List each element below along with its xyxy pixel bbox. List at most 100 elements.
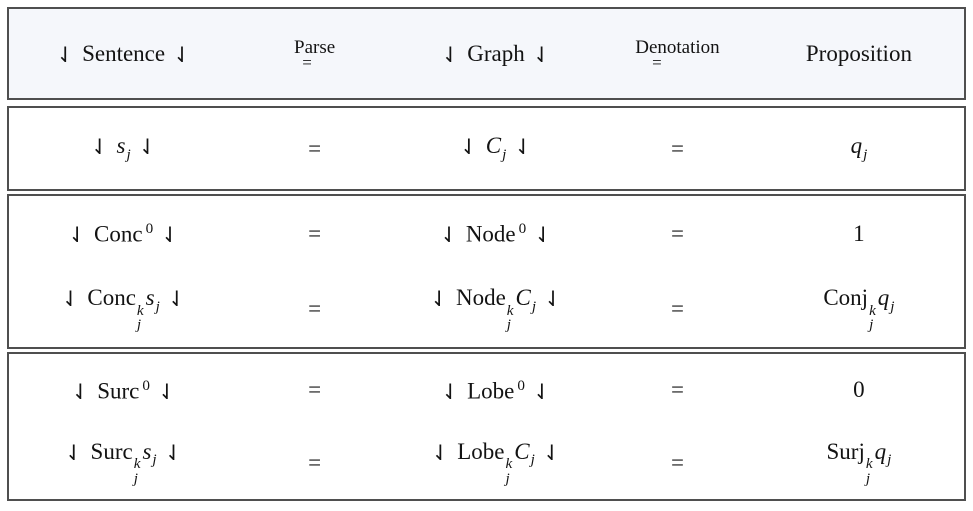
math-rm: Node (455, 285, 506, 311)
math-it: q (874, 438, 887, 464)
math-rm: = (308, 135, 322, 161)
math-sub: j (126, 145, 131, 163)
denotation-eq-cell: = (601, 450, 754, 476)
down-hook-bracket-icon: ⇃ (61, 286, 80, 312)
math-sub: j (531, 297, 537, 315)
parse-eq-cell: = (238, 450, 391, 476)
section-sentence-row: ⇃sj⇃ = ⇃Cj⇃ = qj (7, 106, 966, 191)
header-sentence: ⇃Sentence⇃ (9, 41, 238, 67)
math-rm: = (308, 220, 322, 246)
sentence-cell: ⇃sj⇃ (9, 133, 238, 164)
down-hook-bracket-icon: ⇃ (532, 378, 551, 404)
parse-equals-sign: = (302, 53, 312, 73)
math-rm: Surj (826, 438, 865, 464)
math-sub: j (890, 297, 895, 315)
down-hook-bracket-icon: ⇃ (441, 378, 460, 404)
math-rm: 1 (853, 220, 865, 246)
down-hook-bracket-icon: ⇃ (460, 134, 478, 160)
header-row: ⇃Sentence⇃ Parse = ⇃Graph⇃ Denotation = … (9, 9, 964, 98)
parse-eq-cell: = (238, 136, 391, 162)
math-sup: 0 (517, 376, 525, 394)
math-sub: j (152, 451, 157, 469)
down-hook-bracket-icon: ⇃ (514, 134, 533, 160)
proposition-cell: qj (754, 133, 964, 164)
denotation-eq-cell: = (601, 221, 754, 247)
denotation-eq-cell: = (601, 377, 754, 403)
down-hook-bracket-icon: ⇃ (430, 286, 448, 312)
denotation-label: Denotation (635, 36, 720, 58)
down-hook-bracket-icon: ⇃ (90, 134, 109, 160)
parse-label: Parse (294, 36, 336, 58)
down-hook-bracket-icon: ⇃ (71, 378, 90, 404)
down-hook-bracket-icon: ⇃ (138, 134, 157, 160)
down-hook-bracket-icon: ⇃ (157, 378, 176, 404)
math-rm: = (308, 377, 322, 403)
down-hook-bracket-icon: ⇃ (164, 439, 183, 465)
denotation-equals-sign: = (652, 53, 662, 73)
down-hook-bracket-icon: ⇃ (173, 41, 191, 67)
math-sub: j (530, 451, 535, 469)
math-rm: Conc (87, 285, 136, 311)
math-rm: = (308, 296, 322, 322)
parse-eq-cell: = (238, 377, 391, 403)
math-rm: 0 (853, 377, 865, 403)
down-hook-bracket-icon: ⇃ (68, 222, 87, 248)
math-rm: Graph (467, 40, 525, 66)
graph-cell: ⇃Cj⇃ (391, 133, 601, 164)
math-it: C (514, 438, 530, 464)
down-hook-bracket-icon: ⇃ (441, 41, 460, 67)
math-rm: Node (465, 221, 516, 247)
math-sub: j (887, 451, 892, 469)
table-row: ⇃sj⇃ = ⇃Cj⇃ = qj (9, 108, 964, 189)
math-rm: = (670, 220, 684, 246)
math-rm: Surc (97, 377, 140, 403)
math-rm: Surc (90, 438, 133, 464)
math-it: s (145, 285, 155, 311)
denotation-eq-cell: = (601, 136, 754, 162)
down-hook-bracket-icon: ⇃ (534, 222, 552, 248)
parse-eq-cell: = (238, 221, 391, 247)
denotation-eq-cell: = (601, 296, 754, 322)
down-hook-bracket-icon: ⇃ (440, 222, 458, 248)
down-hook-bracket-icon: ⇃ (544, 286, 562, 312)
math-rm: = (670, 449, 684, 475)
down-hook-bracket-icon: ⇃ (167, 286, 186, 312)
parse-equals-label: Parse = (294, 36, 336, 73)
math-rm: = (670, 377, 684, 403)
header-denotation: Denotation = (601, 37, 754, 73)
math-rm: = (308, 449, 322, 475)
down-hook-bracket-icon: ⇃ (56, 41, 75, 67)
down-hook-bracket-icon: ⇃ (161, 222, 179, 248)
down-hook-bracket-icon: ⇃ (64, 439, 83, 465)
math-rm: Lobe (457, 438, 505, 464)
math-rm: Lobe (467, 377, 515, 403)
proposition-cell: 1 (754, 221, 964, 247)
header-proposition: Proposition (805, 40, 912, 66)
down-hook-bracket-icon: ⇃ (431, 439, 450, 465)
header-graph: ⇃Graph⇃ (391, 41, 601, 67)
math-it: q (850, 133, 863, 159)
header-parse: Parse = (238, 37, 391, 73)
math-rm: Conj (823, 285, 869, 311)
down-hook-bracket-icon: ⇃ (542, 439, 561, 465)
